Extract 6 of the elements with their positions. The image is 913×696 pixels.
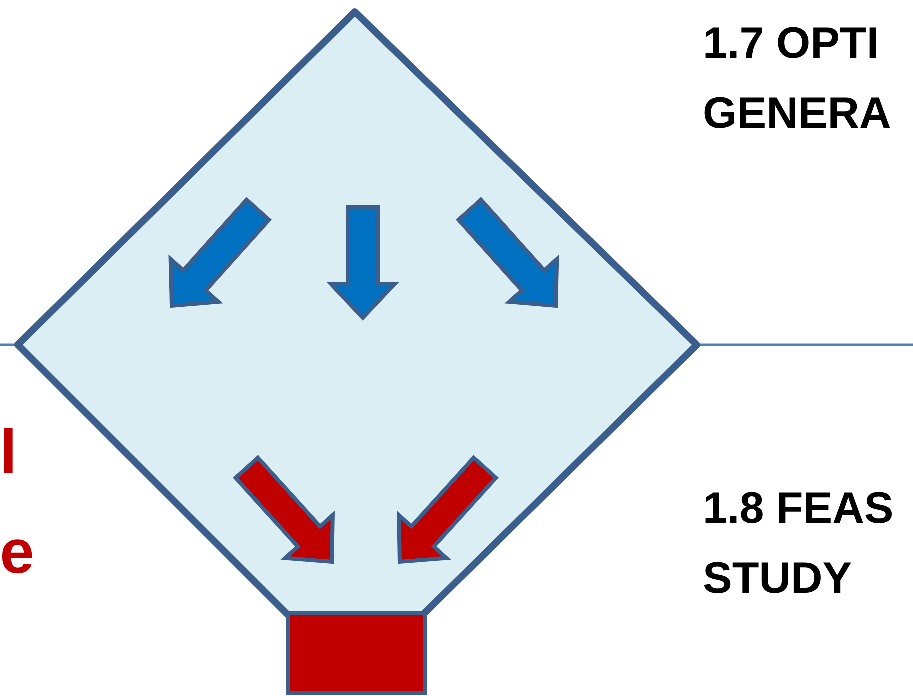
heading-text: l [0,422,18,484]
heading-text: 1.8 FEAS [703,487,894,531]
heading-text: GENERA [703,92,892,136]
heading-text: e [0,522,34,584]
heading-text: STUDY [703,557,852,601]
heading-text: 1.7 OPTI [703,22,880,66]
